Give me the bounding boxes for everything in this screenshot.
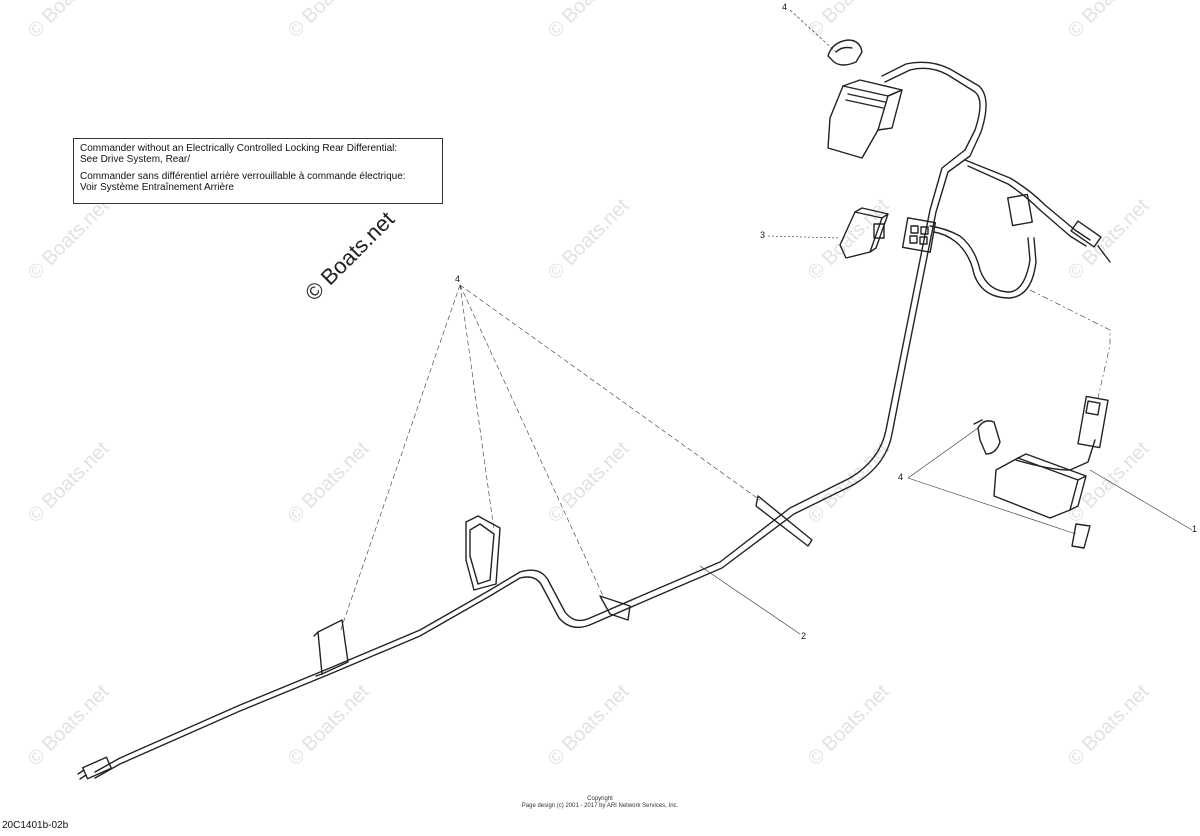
callout-4-mid: 4 bbox=[455, 274, 461, 284]
cable-tie bbox=[755, 495, 813, 547]
note-box: Commander without an Electrically Contro… bbox=[73, 138, 443, 204]
footer-copyright: Copyright bbox=[587, 796, 613, 802]
module-item-1 bbox=[993, 457, 1079, 519]
note-line: See Drive System, Rear/ bbox=[80, 154, 191, 165]
note-line: Voir Système Entraînement Arrière bbox=[80, 182, 234, 193]
diagram-id: 20C1401b-02b bbox=[2, 820, 69, 831]
connector-left bbox=[81, 756, 113, 780]
callout-4-top: 4 bbox=[782, 2, 788, 12]
sensor-connector bbox=[1070, 220, 1102, 248]
note-line: Commander without an Electrically Contro… bbox=[80, 143, 398, 154]
callout-4-right: 4 bbox=[898, 472, 904, 482]
cable-tie bbox=[465, 515, 501, 591]
cable-tie bbox=[599, 595, 631, 621]
note-line: Commander sans différentiel arrière verr… bbox=[80, 171, 406, 182]
cable-tie bbox=[317, 619, 349, 675]
callout-3: 3 bbox=[760, 230, 766, 240]
junction-connector bbox=[901, 217, 937, 253]
note-french: Commander sans différentiel arrière verr… bbox=[80, 171, 436, 193]
footer-page-design: Page design (c) 2001 - 2017 by ARI Netwo… bbox=[521, 803, 679, 809]
branch-connector bbox=[1007, 193, 1033, 227]
relay-component bbox=[839, 211, 883, 259]
connector-item-1 bbox=[1077, 395, 1109, 449]
clamp-right bbox=[977, 420, 1001, 455]
note-english: Commander without an Electrically Contro… bbox=[80, 143, 436, 165]
callout-2: 2 bbox=[801, 631, 807, 641]
callout-1: 1 bbox=[1192, 524, 1198, 534]
clip-top bbox=[827, 39, 863, 66]
pin-right bbox=[1071, 523, 1091, 549]
main-harness bbox=[94, 67, 981, 773]
